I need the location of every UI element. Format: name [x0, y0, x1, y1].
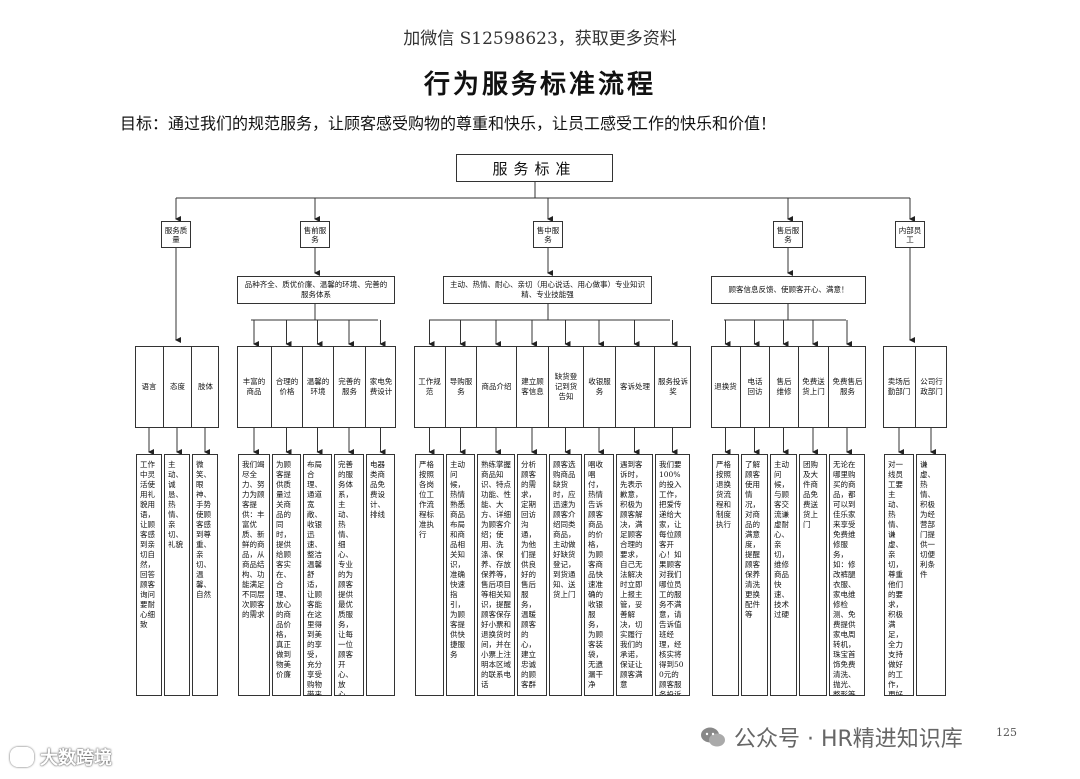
- item-detail-aftersale: 了解顾客使用情况，对商品的满意度，提醒顾客保养清洗更换配件等: [741, 454, 768, 696]
- item-detail-aftersale: 团购及大件商品免费送货上门: [799, 454, 827, 696]
- item-label-aftersale: 电话回访: [740, 346, 769, 428]
- item-label-presale: 温馨的环境: [302, 346, 333, 428]
- page-title: 行为服务标准流程: [423, 70, 656, 100]
- item-label-presale: 家电免费设计: [365, 346, 396, 428]
- item-label-presale: 合理的价格: [271, 346, 302, 428]
- item-detail-presale: 电器类商品免费设计、排线: [366, 454, 395, 696]
- watermark-left-text: 大数跨境: [40, 748, 112, 769]
- item-label-aftersale: 售后维修: [769, 346, 798, 428]
- node-service-quality: 服务质量: [161, 221, 191, 248]
- node-insale: 售中服务: [533, 221, 563, 248]
- watermark-wechat: 公众号 · HR精进知识库: [700, 721, 963, 753]
- item-detail-aftersale: 严格按照退换货流程和制度执行: [712, 454, 739, 696]
- item-label-presale: 完善的服务: [333, 346, 365, 428]
- group-frame-insale: [414, 346, 691, 428]
- item-label-quality: 语言: [141, 382, 157, 391]
- node-aftersale: 售后服务: [773, 221, 803, 248]
- item-label-aftersale: 免费送货上门: [798, 346, 828, 428]
- item-label-insale: 工作规范: [418, 377, 441, 396]
- item-label-insale: 缺货登记到货告知: [548, 346, 583, 428]
- goal-statement: 目标：通过我们的规范服务，让顾客感受购物的尊重和快乐，让员工感受工作的快乐和价值…: [120, 114, 777, 133]
- group-frame-quality: [135, 346, 219, 428]
- page-number: 125: [996, 726, 1017, 739]
- desc-aftersale: 顾客信息反馈、使顾客开心、满意！: [711, 276, 866, 304]
- item-detail-insale: 遇到客诉时，先表示歉意，积极为顾客解决，满足顾客合理的要求，自己无法解决时立即上…: [616, 454, 653, 696]
- item-label-insale: 商品介绍: [476, 346, 516, 428]
- item-label-insale: 收银服务: [583, 346, 615, 428]
- item-detail-quality: 微笑、眼神、手势使顾客感到尊重、亲切、温馨、自然: [192, 454, 218, 696]
- wechat-icon: [701, 727, 725, 747]
- item-label-insale: 建立顾客信息: [516, 346, 548, 428]
- item-detail-insale: 顾客选购商品缺货时，应迅速为顾客介绍同类商品，主动做好缺货登记，到货通知、送货上…: [549, 454, 582, 696]
- item-label-aftersale: 退换货: [714, 382, 737, 391]
- group-frame-presale: [237, 346, 396, 428]
- item-detail-insale: 主动问候，热情熟悉商品布局和商品相关知识，准确快速指引，为顾客提供快捷服务: [446, 454, 475, 696]
- group-frame-aftersale: [711, 346, 866, 428]
- item-detail-insale: 唱收唱付，热情告诉顾客商品的价格，为顾客商品快速准确的收银服务，为顾客装袋，无遗…: [584, 454, 614, 696]
- item-label-quality: 肢体: [191, 346, 219, 428]
- item-detail-staff: 谦虚、热情、积极为经营部门提供一切便利条件: [916, 454, 946, 696]
- item-detail-presale: 完善的服务体系，主动、热情、细心、专业的为顾客提供最优质服务，让每一位顾客开心、…: [334, 454, 364, 696]
- item-detail-staff: 对一线员工要主动、热情、谦虚、亲切，尊重他们的要求，积极满足，全力支持做好的工作…: [884, 454, 914, 696]
- item-detail-insale: 熟练掌握商品知识、特点功能、性能、大方、详细为顾客介绍；使用、洗涤、保养、存放保…: [477, 454, 515, 696]
- item-detail-insale: 我们要100%的投入工作，把爱传递给大家，让每位顾客开心！如果顾客对我们哪位员工…: [655, 454, 690, 696]
- item-label-insale: 服务投诉奖: [654, 346, 691, 428]
- watermark-brand: 大数跨境: [10, 744, 112, 770]
- item-label-insale: 客诉处理: [615, 346, 654, 428]
- item-label-quality: 态度: [163, 346, 191, 428]
- item-detail-insale: 严格按照各岗位工作流程标准执行: [415, 454, 444, 696]
- item-detail-presale: 我们竭尽全力、努力为顾客提供：丰富优质、新鲜的商品，从商品结构、功能满足不同层次…: [238, 454, 270, 696]
- header-note: 加微信 S12598623，获取更多资料: [403, 29, 677, 49]
- item-label-aftersale: 免费售后服务: [828, 346, 866, 428]
- item-detail-quality: 主动、诚恳、热情、亲切、礼貌: [164, 454, 190, 696]
- item-detail-aftersale: 无论在哪里购买的商品，都可以到佳乐家来享受免费维修服务，如：修改裤腿衣服、家电维…: [829, 454, 865, 696]
- node-internal-staff: 内部员工: [895, 221, 925, 248]
- desc-insale: 主动、热情、耐心、亲切（用心说话、用心做事）专业知识精、专业技能强: [443, 276, 652, 304]
- item-detail-presale: 为顾客提供质量过关商品的同时，提供给顾客实在、合理、放心的商品价格，真正做到物美…: [272, 454, 301, 696]
- node-presale: 售前服务: [300, 221, 330, 248]
- desc-presale: 品种齐全、质优价廉、温馨的环境、完善的服务体系: [237, 276, 395, 304]
- item-detail-aftersale: 主动问候，与顾客交流谦虚耐心、亲切，维修商品快速、技术过硬: [770, 454, 797, 696]
- watermark-right-text: 公众号 · HR精进知识库: [734, 727, 963, 752]
- item-label-insale: 导购服务: [445, 346, 476, 428]
- item-label-presale: 丰富的商品: [242, 377, 266, 396]
- item-detail-quality: 工作中灵活使用礼貌用语，让顾客感到亲切自然，回答顾客询问要耐心细致: [136, 454, 162, 696]
- item-label-staff: 公司行政部门: [915, 346, 947, 428]
- root-node-service-standard: 服务标准: [456, 154, 613, 182]
- item-detail-insale: 分析顾客的需求，定期回访沟通，为他们提供良好的售后服务，温暖顾客的心，建立忠诚的…: [517, 454, 547, 696]
- item-label-staff: 卖场后勤部门: [887, 377, 911, 396]
- brand-logo-icon: [10, 747, 34, 767]
- item-detail-presale: 布局合理、通道宽敞、收银迅速、整洁温馨舒适，让顾客能在这里得到美的享受，充分享受…: [303, 454, 332, 696]
